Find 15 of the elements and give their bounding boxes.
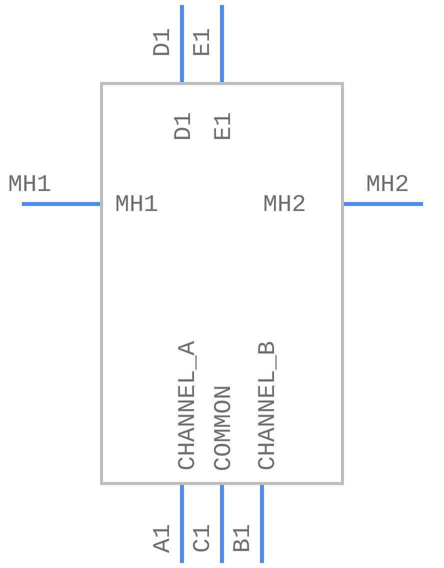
pin-name: D1 <box>173 112 197 141</box>
pin-name: MH2 <box>263 194 306 218</box>
pin-number: B1 <box>232 524 256 553</box>
pin-number: A1 <box>152 524 176 553</box>
pin-number: D1 <box>152 28 176 57</box>
pin-name: MH1 <box>115 194 158 218</box>
pin-number: MH2 <box>366 174 410 198</box>
pin-number: C1 <box>192 524 216 553</box>
pin-number: E1 <box>192 28 216 57</box>
pin-name: COMMON <box>213 385 237 472</box>
pin-name: CHANNEL_B <box>257 341 281 471</box>
pin-number: MH1 <box>8 174 52 198</box>
pin-name: E1 <box>213 112 237 141</box>
pin-name: CHANNEL_A <box>177 341 201 471</box>
component-body <box>100 82 344 485</box>
